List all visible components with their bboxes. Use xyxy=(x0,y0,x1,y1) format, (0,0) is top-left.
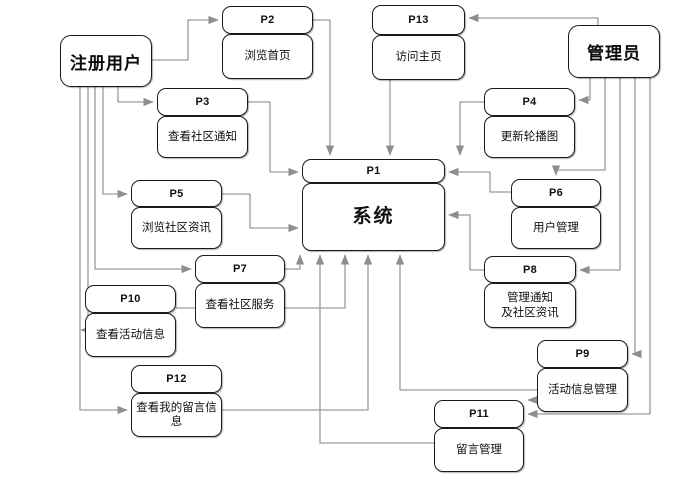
edge-P2-to-P1 xyxy=(313,19,335,156)
edge-actor-admin-to-P8 xyxy=(579,78,621,275)
edge-actor-admin-to-P13 xyxy=(468,13,599,25)
process-label-p9: 活动信息管理 xyxy=(537,368,628,412)
edge-actor-admin-to-P11 xyxy=(527,78,651,419)
process-label-p1: 系统 xyxy=(302,183,445,251)
edge-actor-admin-to-P9 xyxy=(631,78,642,359)
process-label-p6: 用户管理 xyxy=(511,207,601,249)
edge-actor-user-to-P3 xyxy=(117,87,154,107)
process-label-p7: 查看社区服务 xyxy=(195,283,285,328)
process-code-p10: P10 xyxy=(85,285,176,313)
process-code-p9: P9 xyxy=(537,340,628,368)
process-label-p11: 留言管理 xyxy=(434,428,524,472)
process-code-p1: P1 xyxy=(302,159,445,183)
edge-P5-to-P1 xyxy=(222,193,299,233)
process-code-p4: P4 xyxy=(484,88,575,116)
process-code-p7: P7 xyxy=(195,255,285,283)
edge-P6-to-P1 xyxy=(448,167,511,193)
edge-actor-user-to-P7 xyxy=(94,87,192,274)
process-label-p8: 管理通知及社区资讯 xyxy=(484,283,576,328)
edge-actor-user-to-P2 xyxy=(152,15,219,61)
process-code-p3: P3 xyxy=(157,88,248,116)
process-code-p6: P6 xyxy=(511,179,601,207)
process-code-p2: P2 xyxy=(222,6,313,34)
process-label-p12: 查看我的留言信息 xyxy=(131,393,222,437)
edge-P3-to-P1 xyxy=(248,101,299,177)
process-code-p8: P8 xyxy=(484,256,576,283)
process-code-p5: P5 xyxy=(131,180,222,207)
actor-user[interactable]: 注册用户 xyxy=(60,35,152,87)
edge-P12-to-P1 xyxy=(222,254,373,411)
process-label-p5: 浏览社区资讯 xyxy=(131,207,222,249)
edge-actor-admin-to-P6 xyxy=(551,78,606,176)
process-label-p10: 查看活动信息 xyxy=(85,313,176,357)
edge-actor-admin-to-P4 xyxy=(578,78,591,105)
process-label-p4: 更新轮播图 xyxy=(484,116,575,158)
edge-P7-to-P1 xyxy=(285,254,305,270)
process-label-p13: 访问主页 xyxy=(372,35,465,80)
process-code-p11: P11 xyxy=(434,400,524,428)
edge-P8-to-P1 xyxy=(448,210,484,271)
edge-P11-to-P1 xyxy=(315,254,434,444)
edge-actor-user-to-P12 xyxy=(79,87,128,415)
edge-P4-to-P1 xyxy=(455,101,484,156)
process-label-p3: 查看社区通知 xyxy=(157,116,248,158)
process-label-p2: 浏览首页 xyxy=(222,34,313,79)
process-code-p12: P12 xyxy=(131,365,222,393)
actor-admin[interactable]: 管理员 xyxy=(568,25,660,78)
process-code-p13: P13 xyxy=(372,5,465,35)
edge-actor-user-to-P5 xyxy=(102,87,128,199)
edge-P9-to-P1 xyxy=(395,254,537,391)
